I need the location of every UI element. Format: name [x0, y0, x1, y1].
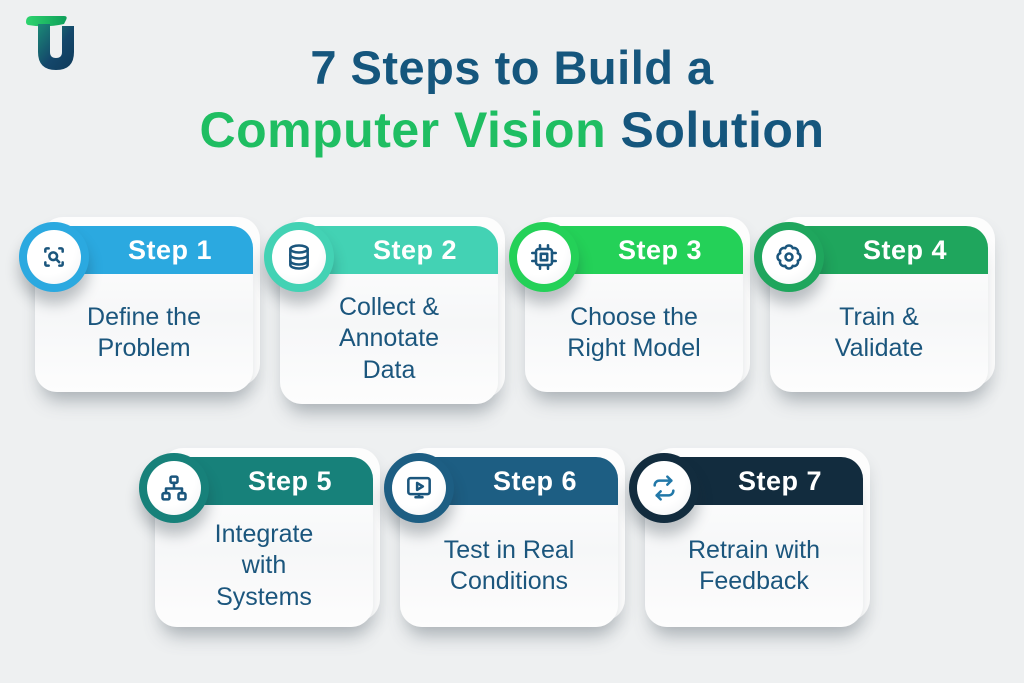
step-label: Step 4	[862, 234, 948, 265]
step-description: Choose the Right Model	[567, 302, 701, 363]
page-title: 7 Steps to Build a Computer Vision Solut…	[0, 38, 1024, 162]
step-icon-badge	[629, 453, 699, 523]
cpu-chip-icon	[517, 230, 571, 284]
step-label: Step 2	[372, 234, 458, 265]
title-rest: Solution	[606, 102, 825, 159]
scan-search-icon	[27, 230, 81, 284]
step-description: Integrate with Systems	[214, 519, 314, 611]
monitor-play-icon	[392, 461, 446, 515]
title-line-2: Computer Vision Solution	[0, 98, 1024, 162]
tu-logo-graphic	[26, 16, 74, 70]
step-label: Step 7	[737, 465, 823, 496]
step-card-3: Step 3 Choose the Right Model	[509, 217, 750, 392]
step-label: Step 3	[617, 234, 703, 265]
sitemap-icon	[147, 461, 201, 515]
brain-gear-icon	[762, 230, 816, 284]
step-icon-badge	[19, 222, 89, 292]
database-icon	[272, 230, 326, 284]
step-card-7: Step 7 Retrain with Feedback	[629, 448, 870, 627]
title-highlight: Computer Vision	[199, 102, 607, 159]
step-card-5: Step 5 Integrate with Systems	[139, 448, 380, 627]
step-description: Define the Problem	[87, 302, 201, 363]
step-description: Retrain with Feedback	[688, 535, 820, 596]
step-icon-badge	[509, 222, 579, 292]
title-line-1: 7 Steps to Build a	[310, 41, 714, 94]
step-description: Test in Real Conditions	[443, 535, 575, 596]
step-description: Collect & Annotate Data	[338, 292, 440, 384]
step-icon-badge	[264, 222, 334, 292]
step-label: Step 5	[247, 465, 333, 496]
step-label: Step 6	[492, 465, 578, 496]
tu-logo	[18, 12, 82, 72]
step-icon-badge	[754, 222, 824, 292]
step-card-6: Step 6 Test in Real Conditions	[384, 448, 625, 627]
step-card-2: Step 2 Collect & Annotate Data	[264, 217, 505, 404]
repeat-icon	[637, 461, 691, 515]
step-icon-badge	[384, 453, 454, 523]
step-card-1: Step 1 Define the Problem	[19, 217, 260, 392]
step-card-4: Step 4 Train & Validate	[754, 217, 995, 392]
step-label: Step 1	[127, 234, 213, 265]
step-description: Train & Validate	[834, 302, 924, 363]
step-icon-badge	[139, 453, 209, 523]
